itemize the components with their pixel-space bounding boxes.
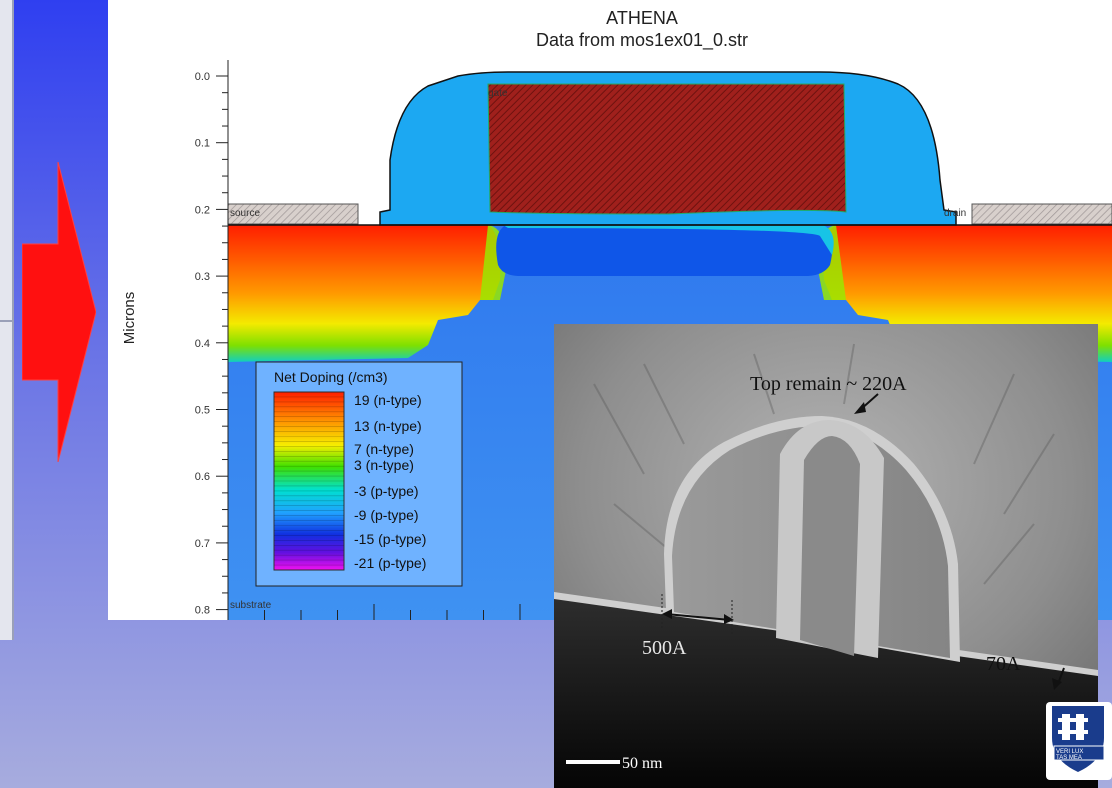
plot-subtitle: Data from mos1ex01_0.str bbox=[536, 30, 748, 51]
y-tick-label: 0.2 bbox=[195, 204, 210, 216]
legend-entry: 13 (n-type) bbox=[354, 418, 422, 434]
panel-divider bbox=[0, 320, 12, 322]
tem-image-svg: Top remain ~ 220A 500A 70A 50 nm bbox=[554, 324, 1098, 788]
bottom-thickness-annotation: 70A bbox=[986, 653, 1021, 675]
legend-colorbar bbox=[273, 391, 345, 571]
source-label: source bbox=[230, 208, 260, 219]
legend-entry: -15 (p-type) bbox=[354, 531, 426, 547]
y-tick-label: 0.5 bbox=[195, 405, 210, 417]
y-tick-label: 0.4 bbox=[195, 338, 210, 350]
tem-cross-section-image: Top remain ~ 220A 500A 70A 50 nm bbox=[554, 324, 1098, 788]
tem-gate-poly bbox=[800, 436, 860, 656]
gate-label: gate bbox=[488, 88, 508, 99]
spacer-width-arrow bbox=[665, 613, 731, 621]
legend-title: Net Doping (/cm3) bbox=[274, 369, 388, 385]
spacer-width-annotation: 500A bbox=[642, 637, 687, 659]
tem-silicon-substrate bbox=[554, 596, 1098, 788]
legend-colorbar-bands bbox=[274, 391, 344, 571]
drain-contact bbox=[971, 203, 1112, 225]
left-panel-edge bbox=[0, 0, 14, 640]
y-axis-ticks: 0.0 0.1 0.2 0.3 0.4 0.5 0.6 0.7 0.8 bbox=[195, 71, 228, 617]
y-tick-label: 0.1 bbox=[195, 138, 210, 150]
legend-entry: 7 (n-type) bbox=[354, 441, 414, 457]
top-remain-annotation: Top remain ~ 220A bbox=[750, 373, 907, 395]
gate-poly bbox=[487, 83, 847, 215]
y-tick-label: 0.3 bbox=[195, 271, 210, 283]
y-tick-label: 0.0 bbox=[195, 71, 210, 83]
plot-title: ATHENA bbox=[606, 8, 678, 28]
svg-text:TAS MEA: TAS MEA bbox=[1056, 755, 1082, 761]
scale-bar-label: 50 nm bbox=[622, 755, 663, 772]
channel-region bbox=[496, 225, 833, 276]
y-axis-label: Microns bbox=[121, 292, 138, 345]
legend-entry: -3 (p-type) bbox=[354, 483, 419, 499]
legend-labels: 19 (n-type) 13 (n-type) 7 (n-type)3 (n-typ… bbox=[354, 392, 426, 571]
channel-edge bbox=[503, 225, 834, 255]
drain-label: drain bbox=[944, 208, 966, 219]
right-arrow-icon bbox=[22, 162, 96, 462]
university-emblem-icon: VERI LUX TAS MEA bbox=[1046, 702, 1112, 780]
legend-entry: 3 (n-type) bbox=[354, 457, 414, 473]
y-tick-label: 0.7 bbox=[195, 538, 210, 550]
legend-entry: -9 (p-type) bbox=[354, 507, 419, 523]
legend-entry: 19 (n-type) bbox=[354, 392, 422, 408]
y-tick-label: 0.6 bbox=[195, 471, 210, 483]
svg-text:VERI LUX: VERI LUX bbox=[1056, 749, 1083, 755]
y-tick-label: 0.8 bbox=[195, 605, 210, 617]
substrate-label: substrate bbox=[230, 600, 272, 611]
source-doping-region bbox=[228, 225, 501, 362]
top-remain-arrowhead bbox=[854, 402, 866, 414]
legend-entry: -21 (p-type) bbox=[354, 555, 426, 571]
doping-legend: Net Doping (/cm3) 19 (n-type) 13 (n-type)… bbox=[255, 361, 463, 587]
